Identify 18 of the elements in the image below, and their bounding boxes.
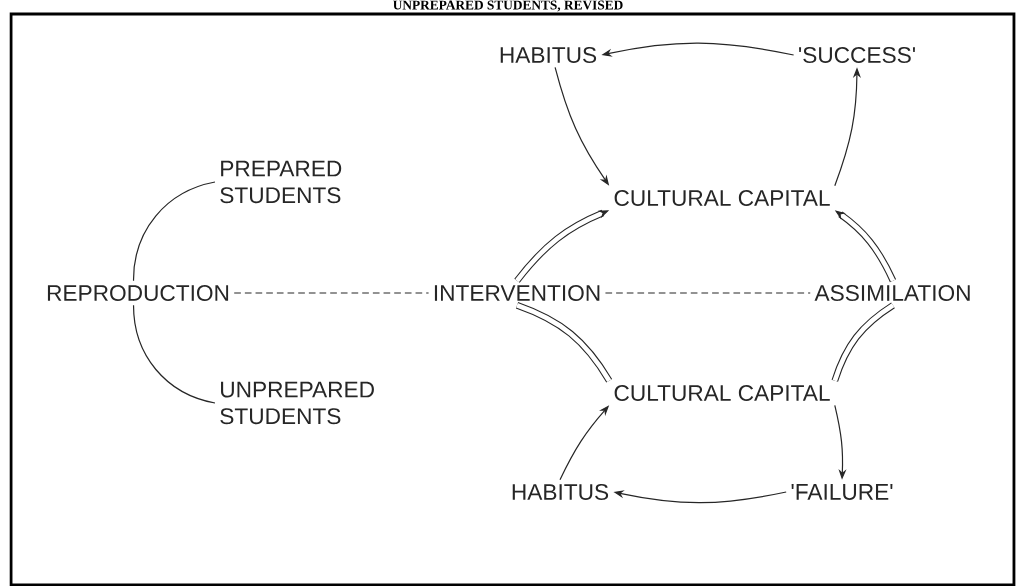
- text-label: ASSIMILATION: [814, 285, 970, 302]
- text-label: 'FAILURE': [791, 484, 893, 500]
- text-label: CULTURAL CAPITAL: [614, 190, 830, 207]
- text-label: HABITUS: [500, 47, 597, 64]
- dashed-line: [604, 292, 811, 294]
- text-label: PREPARED STUDENTS: [220, 160, 342, 204]
- text-label: CULTURAL CAPITAL: [614, 385, 830, 402]
- double-line: [515, 302, 613, 383]
- double-line: [831, 302, 895, 382]
- text-label: INTERVENTION: [434, 285, 600, 302]
- title: UNPREPARED STUDENTS, REVISED: [393, 0, 623, 12]
- connector-line: [132, 181, 216, 282]
- text-label: HABITUS: [512, 484, 609, 501]
- text-label: REPRODUCTION: [47, 285, 229, 302]
- text-label: 'SUCCESS': [799, 47, 915, 64]
- connector-line: [132, 304, 216, 404]
- dashed-line: [233, 292, 430, 294]
- text-label: UNPREPARED STUDENTS: [220, 381, 374, 425]
